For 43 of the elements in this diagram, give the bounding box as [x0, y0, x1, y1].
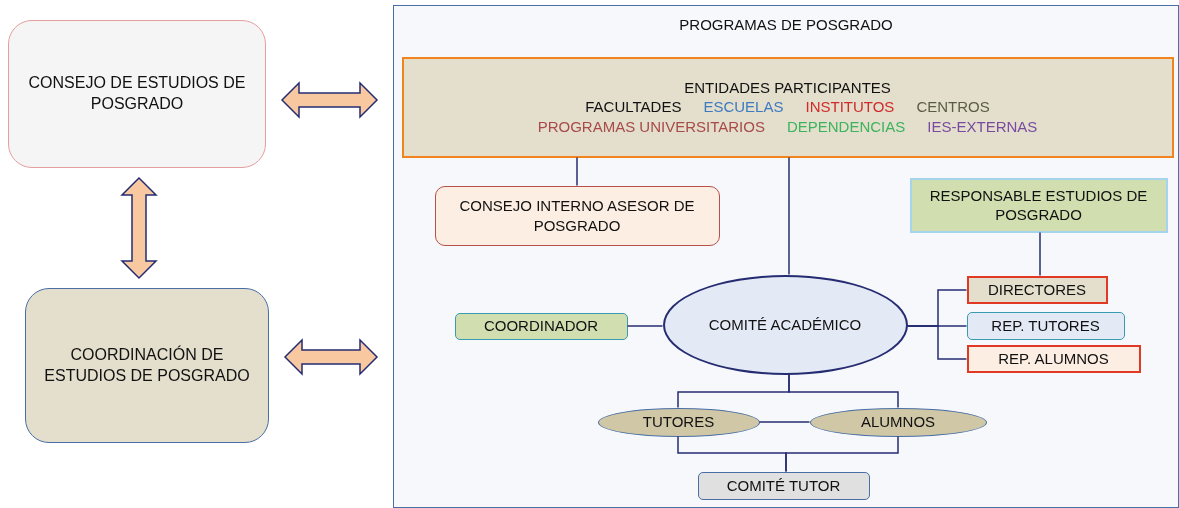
entity-label: PROGRAMAS UNIVERSITARIOS [537, 116, 765, 137]
connector-line [906, 325, 968, 360]
connector-line [576, 156, 578, 187]
double-arrow [280, 81, 379, 119]
box-label: COORDINACIÓN DE ESTUDIOS DE POSGRADO [43, 344, 251, 386]
process-box [966, 275, 1108, 304]
box-label: DIRECTORES [986, 279, 1088, 300]
panel-title: PROGRAMAS DE POSGRADO [679, 15, 893, 35]
box-label: COMITÉ ACADÉMICO [707, 314, 863, 335]
process-box [8, 20, 266, 168]
box-label: TUTORES [641, 412, 716, 432]
process-box [966, 344, 1141, 373]
double-arrow [120, 176, 158, 280]
connector-line [758, 421, 811, 423]
box-label: RESPONSABLE ESTUDIOS DE POSGRADO [928, 185, 1149, 225]
box-label: COORDINADOR [482, 316, 600, 336]
process-box [25, 288, 269, 443]
process-box [697, 471, 870, 500]
box-heading: ENTIDADES PARTICIPANTES [684, 77, 891, 98]
connector-line [1039, 231, 1041, 277]
box-label: COMITÉ TUTOR [725, 475, 842, 496]
connector-line [788, 156, 790, 276]
connector-line [626, 325, 664, 327]
entity-label: ESCUELAS [703, 97, 784, 117]
process-box [454, 312, 628, 340]
box-label: CONSEJO INTERNO ASESOR DE POSGRADO [458, 196, 696, 235]
connector-line [785, 435, 899, 473]
process-box [909, 177, 1168, 233]
double-arrow [283, 338, 379, 376]
entity-label: FACULTADES [585, 97, 682, 117]
group-panel [393, 5, 1179, 508]
process-box [966, 311, 1125, 340]
box-label: CONSEJO DE ESTUDIOS DE POSGRADO [27, 73, 247, 114]
box-label: REP. ALUMNOS [997, 348, 1110, 369]
entity-label: IES-EXTERNAS [927, 116, 1038, 137]
entities-box [401, 56, 1174, 158]
connector-line [788, 373, 899, 409]
entity-label: DEPENDENCIAS [786, 116, 906, 137]
box-label: ALUMNOS [859, 412, 937, 432]
process-box [434, 185, 720, 246]
box-label: REP. TUTORES [990, 315, 1101, 336]
entity-label: INSTITUTOS [805, 97, 895, 117]
entity-label: CENTROS [916, 97, 990, 117]
